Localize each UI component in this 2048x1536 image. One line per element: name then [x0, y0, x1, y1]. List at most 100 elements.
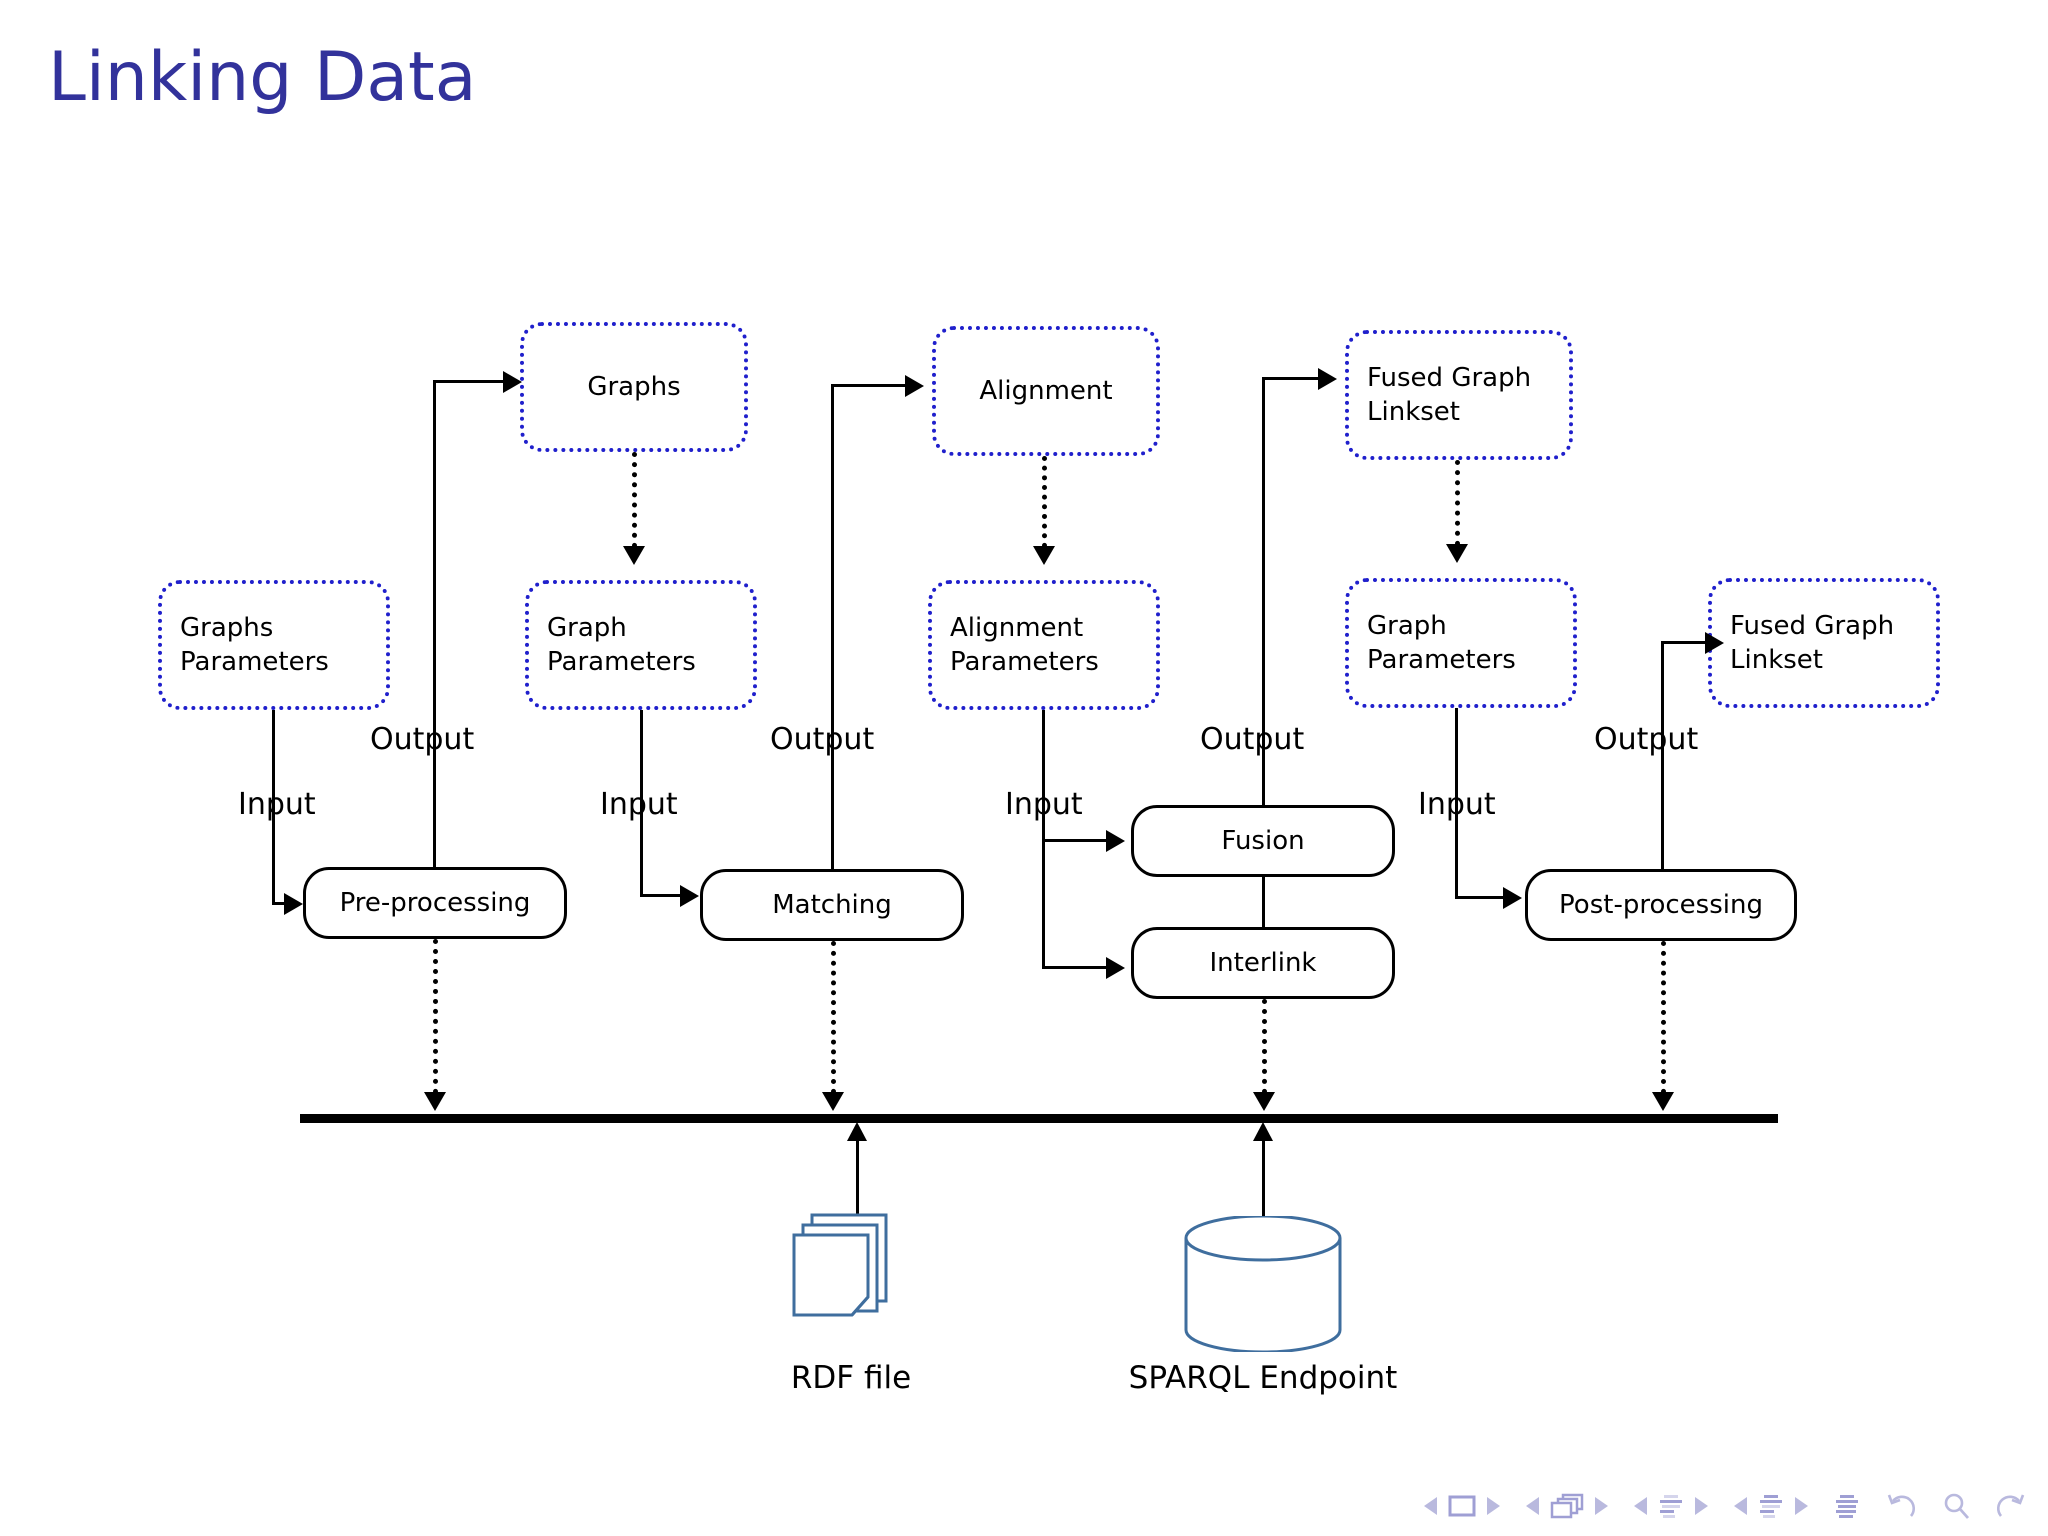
fused-graph-line2: Linkset [1367, 397, 1460, 427]
edge-fusion-to-fusedgraph [1262, 377, 1322, 380]
pre-processing-label: Pre-processing [339, 887, 531, 918]
page-title: Linking Data [48, 38, 477, 117]
edge-fusedgraph-to-graphparams2 [1455, 460, 1460, 546]
edge-label-output-1: Output [370, 722, 475, 757]
beamer-navigation-bar[interactable] [1398, 1492, 2026, 1520]
edge-label-input-1: Input [238, 787, 316, 822]
edge-alignment-to-alignmentparams [1042, 456, 1047, 548]
nav-group-forward[interactable] [1996, 1492, 2026, 1520]
data-node-alignment-parameters[interactable]: Alignment Parameters [928, 580, 1160, 710]
frames-icon[interactable] [1550, 1493, 1584, 1519]
arrowhead-alignment-in [905, 375, 924, 397]
slide-icon[interactable] [1448, 1495, 1476, 1517]
nav-group-slide[interactable] [1424, 1495, 1500, 1517]
redo-icon[interactable] [1996, 1492, 2026, 1520]
process-node-fusion[interactable]: Fusion [1131, 805, 1395, 877]
graphs-parameters-line2: Parameters [180, 647, 329, 677]
section-icon[interactable] [1758, 1493, 1784, 1519]
arrowhead-alignmentparams-in [1033, 546, 1055, 565]
graphs-parameters-line1: Graphs [180, 612, 274, 643]
store-caption-rdf-file: RDF file [790, 1360, 912, 1396]
edge-label-output-3: Output [1200, 722, 1305, 757]
arrowhead-matching-bus [822, 1092, 844, 1111]
undo-icon[interactable] [1886, 1492, 1916, 1520]
prev-slide-icon[interactable] [1424, 1497, 1437, 1515]
edge-graphsparams-right [272, 902, 286, 905]
edge-graphparams-right [640, 894, 682, 897]
arrowhead-interlink-input [1106, 957, 1125, 979]
edge-graphparams2-down [1455, 708, 1458, 898]
data-node-graphs-parameters[interactable]: Graphs Parameters [158, 580, 390, 710]
nav-group-presentation[interactable] [1834, 1493, 1860, 1519]
edge-label-input-2: Input [600, 787, 678, 822]
next-frame-icon[interactable] [1595, 1497, 1608, 1515]
edge-matching-to-alignment [831, 384, 909, 387]
data-node-fused-graph-linkset-label: Fused Graph Linkset [1367, 361, 1531, 430]
nav-group-back[interactable] [1886, 1492, 1916, 1520]
nav-group-frame[interactable] [1526, 1493, 1608, 1519]
edge-rdf-to-bus [856, 1140, 859, 1230]
graph-parameters-2-line2: Parameters [1367, 645, 1516, 675]
edge-matching-up [831, 384, 834, 871]
arrowhead-fusedgraph-in [1318, 368, 1337, 390]
matching-label: Matching [772, 889, 892, 920]
data-bus-line [300, 1114, 1778, 1123]
edge-label-output-2: Output [770, 722, 875, 757]
arrowhead-fusion-input [1106, 830, 1125, 852]
fused-graph-line1: Fused Graph [1367, 362, 1532, 393]
edge-preprocessing-to-bus [433, 939, 438, 1094]
prev-frame-icon[interactable] [1526, 1497, 1539, 1515]
arrowhead-postprocessing-bus [1652, 1092, 1674, 1111]
arrowhead-sparql-bus [1253, 1122, 1273, 1141]
alignment-parameters-line2: Parameters [950, 647, 1099, 677]
arrowhead-matching-input [680, 885, 699, 907]
documents-stack-icon[interactable] [786, 1211, 916, 1331]
arrowhead-interlink-bus [1253, 1092, 1275, 1111]
arrowhead-preprocessing-bus [424, 1092, 446, 1111]
subsection-icon[interactable] [1658, 1493, 1684, 1519]
search-icon[interactable] [1942, 1492, 1970, 1520]
process-node-interlink[interactable]: Interlink [1131, 927, 1395, 999]
edge-matching-to-bus [831, 941, 836, 1094]
graph-parameters-line2: Parameters [547, 647, 696, 677]
next-subsection-icon[interactable] [1695, 1497, 1708, 1515]
edge-graphs-to-graphparams [632, 452, 637, 548]
edge-preprocessing-up [433, 380, 436, 869]
process-node-matching[interactable]: Matching [700, 869, 964, 941]
prev-subsection-icon[interactable] [1634, 1497, 1647, 1515]
data-node-graph-parameters[interactable]: Graph Parameters [525, 580, 757, 710]
data-node-graphs[interactable]: Graphs [520, 322, 748, 452]
database-cylinder-icon[interactable] [1178, 1216, 1348, 1352]
edge-graphparams-down [640, 710, 643, 896]
arrowhead-rdf-bus [847, 1122, 867, 1141]
next-slide-icon[interactable] [1487, 1497, 1500, 1515]
graph-parameters-2-line1: Graph [1367, 610, 1447, 641]
nav-group-search[interactable] [1942, 1492, 1970, 1520]
edge-preprocessing-to-graphs [433, 380, 507, 383]
edge-fusion-up [1262, 377, 1265, 807]
edge-postprocessing-up [1661, 641, 1664, 871]
arrowhead-graphparams-in [623, 546, 645, 565]
post-processing-label: Post-processing [1559, 889, 1763, 920]
edge-label-input-3: Input [1005, 787, 1083, 822]
nav-group-section[interactable] [1734, 1493, 1808, 1519]
document-icon[interactable] [1834, 1493, 1860, 1519]
data-node-alignment[interactable]: Alignment [932, 326, 1160, 456]
edge-sparql-to-bus [1262, 1140, 1265, 1226]
data-node-fused-graph-linkset[interactable]: Fused Graph Linkset [1345, 330, 1573, 460]
edge-interlink-to-bus [1262, 999, 1267, 1094]
fused-out-line1: Fused Graph [1730, 610, 1895, 641]
interlink-label: Interlink [1209, 947, 1317, 978]
data-node-graph-parameters-2[interactable]: Graph Parameters [1345, 578, 1577, 708]
nav-group-subsection[interactable] [1634, 1493, 1708, 1519]
process-node-pre-processing[interactable]: Pre-processing [303, 867, 567, 939]
edge-graphsparams-down [272, 710, 275, 904]
edge-label-input-4: Input [1418, 787, 1496, 822]
prev-section-icon[interactable] [1734, 1497, 1747, 1515]
process-node-post-processing[interactable]: Post-processing [1525, 869, 1797, 941]
arrowhead-graphparams2-in [1446, 544, 1468, 563]
data-node-fused-graph-linkset-out[interactable]: Fused Graph Linkset [1708, 578, 1940, 708]
graph-parameters-line1: Graph [547, 612, 627, 643]
next-section-icon[interactable] [1795, 1497, 1808, 1515]
